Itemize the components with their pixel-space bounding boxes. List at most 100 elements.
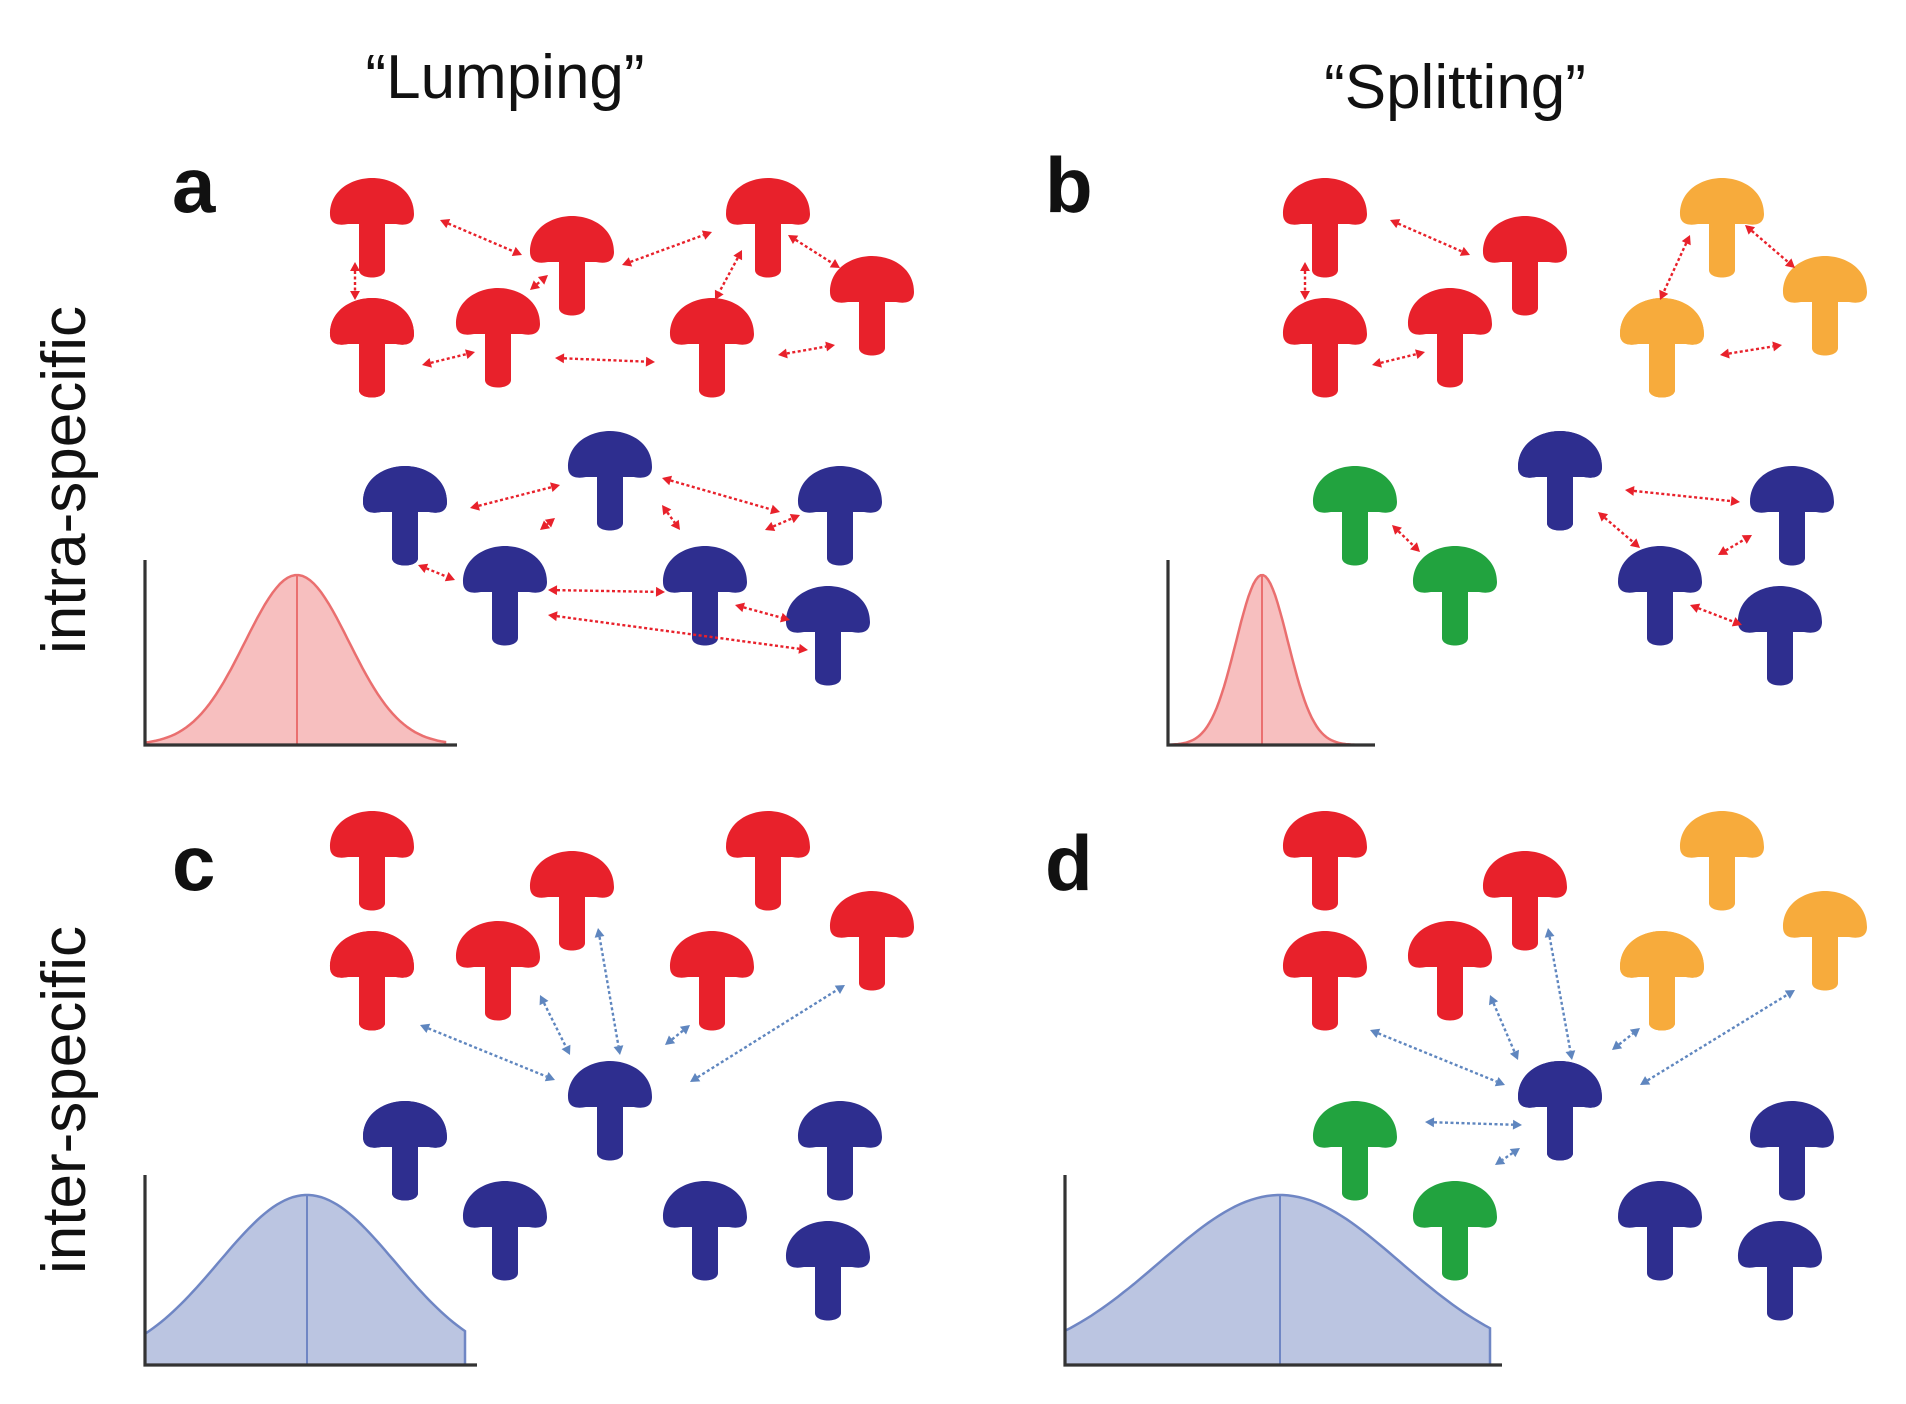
mushroom-icon (1413, 546, 1497, 646)
double-headed-arrow (1625, 486, 1740, 506)
double-headed-arrow (548, 611, 808, 654)
column-title-lumping: “Lumping” (365, 43, 644, 112)
double-headed-arrow (788, 235, 840, 268)
double-headed-arrow (1390, 219, 1470, 256)
mushroom-icon (1750, 1101, 1834, 1201)
mushroom-icon (798, 466, 882, 566)
row-title-intra-specific: intra-specific (30, 306, 99, 654)
mushroom-icon (363, 466, 447, 566)
distribution-curve (143, 560, 457, 747)
mushroom-icon (1313, 466, 1397, 566)
double-headed-arrow (1745, 225, 1795, 268)
row-title-inter-specific: inter-specific (30, 926, 99, 1274)
double-headed-arrow (662, 505, 680, 530)
double-headed-arrow (440, 218, 522, 257)
double-headed-arrow (1370, 1028, 1505, 1087)
mushroom-icon (1738, 586, 1822, 686)
mushroom-icon (1618, 1181, 1702, 1281)
mushroom-icon (670, 931, 754, 1031)
double-headed-arrow (555, 353, 655, 367)
double-headed-arrow (735, 602, 790, 623)
mushroom-icon (330, 931, 414, 1031)
double-headed-arrow (548, 585, 665, 597)
distribution-axes (143, 560, 457, 747)
double-headed-arrow (714, 250, 743, 300)
double-headed-arrow (690, 985, 845, 1082)
mushroom-icon (1618, 546, 1702, 646)
double-headed-arrow (662, 475, 780, 515)
double-headed-arrow (539, 995, 571, 1055)
column-title-splitting: “Splitting” (1324, 53, 1586, 122)
double-headed-arrow (1489, 995, 1519, 1060)
mushroom-icon (330, 298, 414, 398)
mushroom-icon (1518, 1061, 1602, 1161)
mushroom-icon (1283, 178, 1367, 278)
double-headed-arrow (1612, 1028, 1640, 1050)
distribution-axes (1166, 560, 1375, 747)
mushroom-icon (663, 546, 747, 646)
mushroom-icon (830, 891, 914, 991)
mushroom-icon (670, 298, 754, 398)
distribution-curve (1063, 1175, 1502, 1367)
mushroom-icon (330, 811, 414, 911)
double-headed-arrow (1720, 341, 1782, 359)
mushroom-icon (1483, 851, 1567, 951)
double-headed-arrow (665, 1025, 690, 1045)
mushroom-icon (1283, 931, 1367, 1031)
mushroom-icon (463, 546, 547, 646)
mushroom-icon (1283, 298, 1367, 398)
mushroom-icon (1680, 811, 1764, 911)
double-headed-arrow (1372, 349, 1425, 368)
mushroom-icon (568, 1061, 652, 1161)
double-headed-arrow (594, 928, 624, 1055)
double-headed-arrow (1718, 535, 1752, 555)
double-headed-arrow (1598, 512, 1640, 548)
double-headed-arrow (418, 563, 455, 582)
panel-letter-b: b (1045, 141, 1093, 229)
double-headed-arrow (1659, 235, 1691, 300)
mushroom-icon (1313, 1101, 1397, 1201)
panel-letter-a: a (172, 141, 216, 229)
double-headed-arrow (1300, 262, 1310, 300)
mushroom-icon (1283, 811, 1367, 911)
mushroom-icon (1413, 1181, 1497, 1281)
panel-a (143, 178, 914, 747)
double-headed-arrow (540, 518, 555, 530)
mushroom-icon (1408, 288, 1492, 388)
double-headed-arrow (1690, 603, 1742, 627)
mushroom-icon (1620, 931, 1704, 1031)
double-headed-arrow (1544, 928, 1576, 1060)
double-headed-arrow (1495, 1148, 1520, 1165)
mushroom-icon (330, 178, 414, 278)
double-headed-arrow (420, 1023, 555, 1082)
mushroom-icon (798, 1101, 882, 1201)
distribution-axes (143, 1175, 477, 1367)
double-headed-arrow (1640, 990, 1795, 1085)
mushroom-icon (830, 256, 914, 356)
mushroom-icon (663, 1181, 747, 1281)
double-headed-arrow (530, 275, 548, 290)
distribution-curve (1166, 560, 1375, 747)
mushroom-icon (456, 288, 540, 388)
mushroom-icon (726, 811, 810, 911)
panel-c (143, 811, 914, 1367)
double-headed-arrow (765, 513, 800, 532)
double-headed-arrow (350, 262, 360, 300)
mushroom-icon (1738, 1221, 1822, 1321)
mushroom-icon (786, 586, 870, 686)
panel-letter-d: d (1045, 819, 1093, 907)
mushroom-icon (1620, 298, 1704, 398)
mushroom-icon (456, 921, 540, 1021)
double-headed-arrow (622, 230, 712, 267)
mushroom-icon (1750, 466, 1834, 566)
panel-letter-c: c (172, 819, 215, 907)
distribution-curve (143, 1175, 477, 1367)
mushroom-icon (568, 431, 652, 531)
mushroom-icon (530, 216, 614, 316)
double-headed-arrow (778, 341, 835, 359)
mushroom-icon (1408, 921, 1492, 1021)
mushroom-icon (1483, 216, 1567, 316)
double-headed-arrow (470, 482, 560, 511)
distribution-axes (1063, 1175, 1502, 1367)
